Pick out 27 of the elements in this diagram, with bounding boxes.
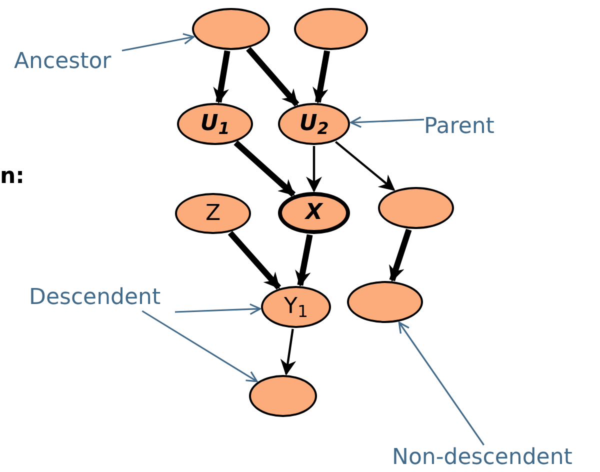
arrow — [234, 140, 296, 197]
arrow — [280, 328, 296, 376]
leader-line — [122, 33, 194, 52]
arrow — [306, 146, 322, 193]
node-label: X — [306, 202, 322, 224]
callout-text: Non-descendent — [392, 445, 598, 471]
callout-text: Parent — [424, 114, 508, 140]
arrow — [213, 50, 230, 104]
callout-text: Ancestor — [14, 49, 122, 75]
node-ellipse — [192, 8, 270, 50]
arrow — [389, 228, 412, 282]
node-label: U$_{2}$ — [299, 113, 329, 135]
arrow — [246, 46, 300, 106]
leader-line — [350, 116, 424, 128]
partial-heading-text: n: — [0, 166, 24, 188]
node-ellipse — [249, 375, 317, 417]
arrow — [312, 50, 330, 104]
arrow — [295, 234, 313, 287]
leader-line — [398, 322, 484, 446]
leader-line — [174, 303, 261, 315]
arrow — [228, 230, 282, 290]
node-label: Z — [205, 202, 221, 224]
callout-text: Descendent — [29, 285, 175, 311]
leader-line — [142, 310, 258, 382]
arrow — [334, 140, 396, 191]
node-label: U$_{1}$ — [200, 113, 230, 135]
node-label: Y$_{1}$ — [284, 296, 308, 318]
